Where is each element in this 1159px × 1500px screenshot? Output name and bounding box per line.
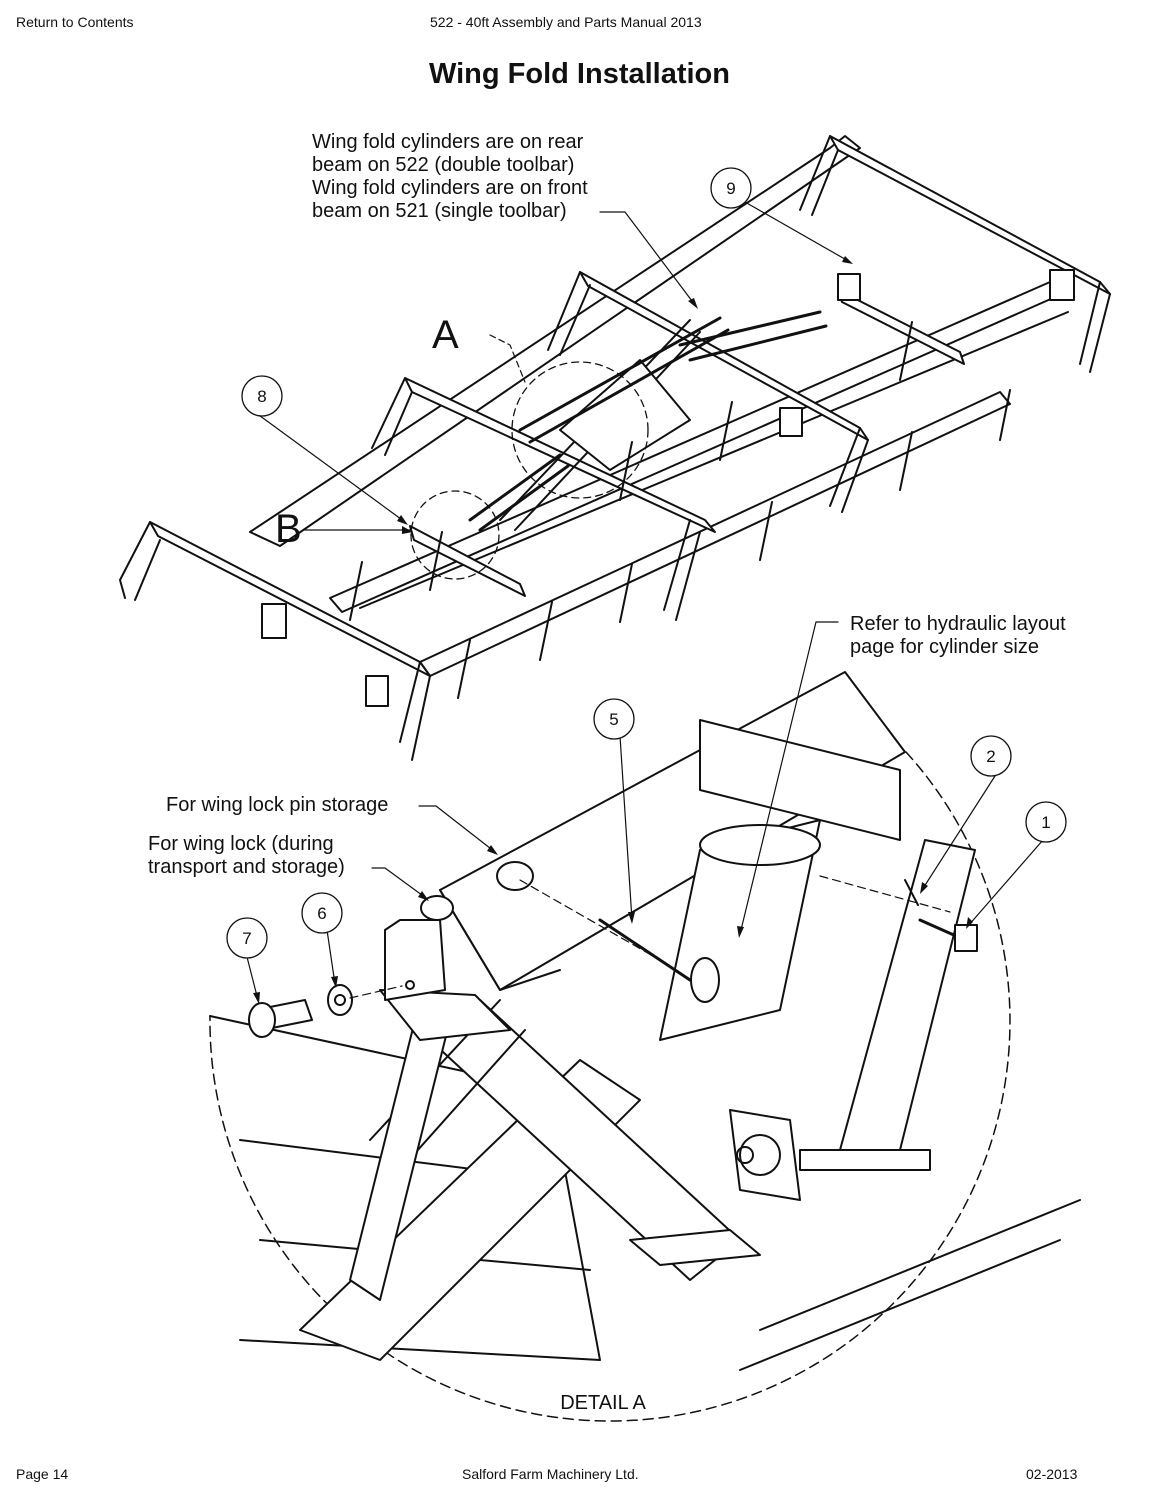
detail-a-marker: A bbox=[432, 313, 459, 357]
leader-arrowheads bbox=[253, 256, 973, 1004]
detail-a-view bbox=[209, 671, 1081, 1422]
note-line: Wing fold cylinders are on front bbox=[312, 177, 588, 199]
balloon-5-circle bbox=[593, 698, 635, 740]
note-line: For wing lock (during bbox=[148, 833, 334, 855]
balloon-7-circle bbox=[226, 917, 268, 959]
note-line: beam on 522 (double toolbar) bbox=[312, 154, 575, 176]
balloon-5-label: 5 bbox=[609, 710, 618, 729]
leader-lines bbox=[246, 201, 1044, 1001]
balloon-7-label: 7 bbox=[242, 929, 251, 948]
page-title: Wing Fold Installation bbox=[429, 58, 730, 90]
note-line: Wing fold cylinders are on rear bbox=[312, 131, 584, 153]
balloon-1-circle bbox=[1025, 801, 1067, 843]
balloon-6-circle bbox=[301, 892, 343, 934]
page-number: Page 14 bbox=[16, 1466, 69, 1482]
note-line: Refer to hydraulic layout bbox=[850, 613, 1066, 635]
note-line: transport and storage) bbox=[148, 856, 345, 878]
manual-title: 522 - 40ft Assembly and Parts Manual 201… bbox=[430, 14, 702, 30]
detail-b-marker: B bbox=[275, 507, 302, 551]
balloon-2-circle bbox=[970, 735, 1012, 777]
balloon-9-label: 9 bbox=[726, 179, 735, 198]
balloon-8-circle bbox=[241, 375, 283, 417]
note-line: page for cylinder size bbox=[850, 636, 1039, 658]
balloon-1-label: 1 bbox=[1041, 813, 1050, 832]
balloon-2-label: 2 bbox=[986, 747, 995, 766]
detail-a-caption: DETAIL A bbox=[560, 1392, 646, 1414]
return-to-contents-link[interactable]: Return to Contents bbox=[16, 14, 134, 30]
balloon-9-circle bbox=[710, 167, 752, 209]
balloon-6-label: 6 bbox=[317, 904, 326, 923]
cultivator-frame bbox=[119, 135, 1111, 761]
company-name: Salford Farm Machinery Ltd. bbox=[462, 1466, 639, 1482]
note-line: beam on 521 (single toolbar) bbox=[312, 200, 567, 222]
balloon-8-label: 8 bbox=[257, 387, 266, 406]
revision-date: 02-2013 bbox=[1026, 1466, 1078, 1482]
pin-storage-note: For wing lock pin storage bbox=[166, 794, 389, 816]
